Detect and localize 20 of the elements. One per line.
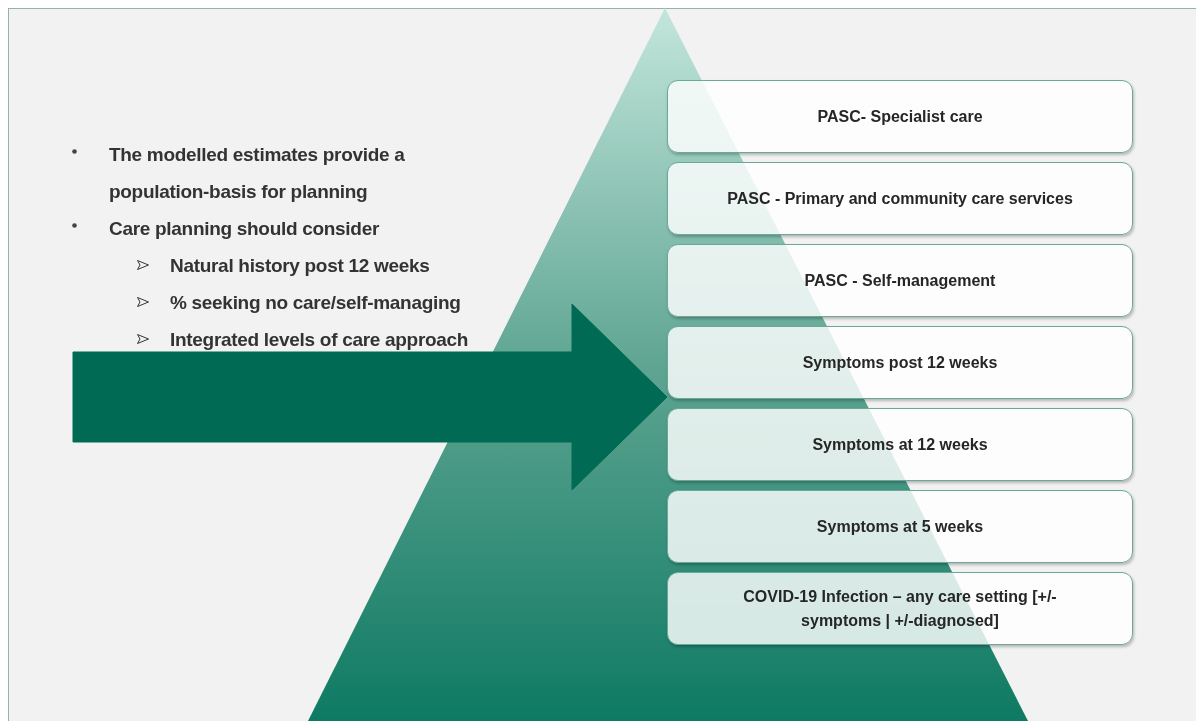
level-box (667, 572, 1133, 645)
level-box (667, 80, 1133, 153)
level-box (667, 490, 1133, 563)
level-label: PASC- Specialist care (817, 106, 983, 127)
level-box (667, 408, 1133, 481)
level-label: Symptoms at 5 weeks (816, 516, 984, 537)
bullet-text: % seeking no care/self-managing (170, 291, 461, 315)
level-label: PASC - Primary and community care services (727, 188, 1073, 209)
block-arrow (72, 303, 668, 491)
level-box (667, 326, 1133, 399)
bullet-text: The modelled estimates provide a population-basis for planning (109, 143, 406, 204)
bullet-text: Integrated levels of care approach (170, 328, 469, 352)
level-label: PASC - Self-management (804, 270, 996, 291)
level-box (667, 162, 1133, 235)
bullet-text: Care planning should consider (109, 217, 379, 241)
level-box (667, 244, 1133, 317)
level-label: COVID-19 Infection – any care setting [+/- symptoms | +/-diagnosed] (742, 586, 1058, 631)
level-label: Symptoms at 12 weeks (812, 434, 988, 455)
level-label: Symptoms post 12 weeks (802, 352, 998, 373)
bullet-text: Natural history post 12 weeks (170, 254, 430, 278)
